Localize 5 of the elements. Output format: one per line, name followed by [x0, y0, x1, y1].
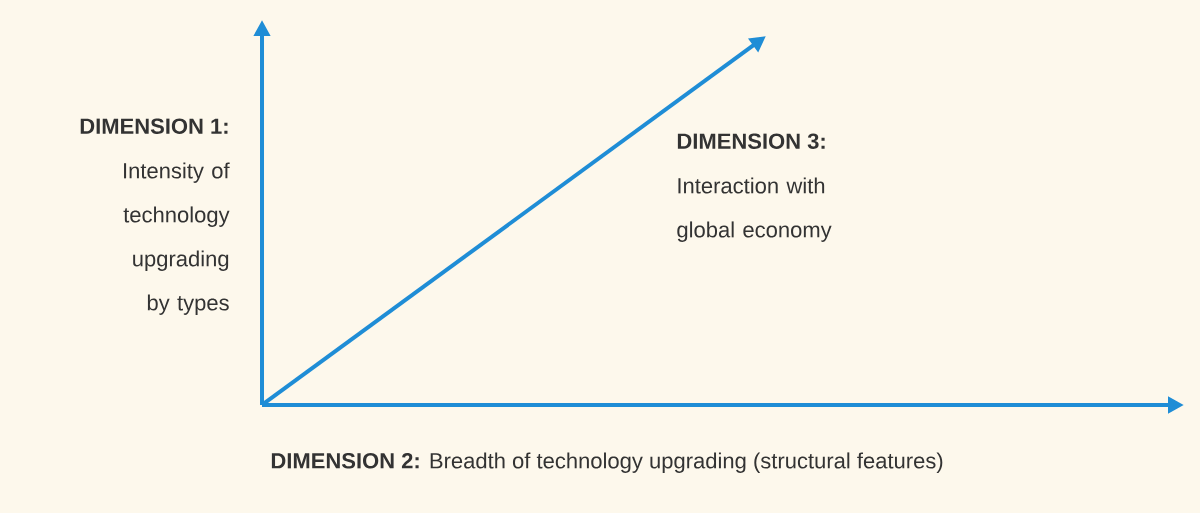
- axis-heading: DIMENSION 3:: [677, 133, 825, 149]
- axis-description: Interaction with global economy: [677, 177, 832, 242]
- axis-caption: DIMENSION 2: Breadth of technology upgrading (structural features): [271, 452, 943, 473]
- axis-heading: DIMENSION 1:: [80, 118, 228, 134]
- axis-description: Intensity of technology upgrading by types: [123, 162, 230, 315]
